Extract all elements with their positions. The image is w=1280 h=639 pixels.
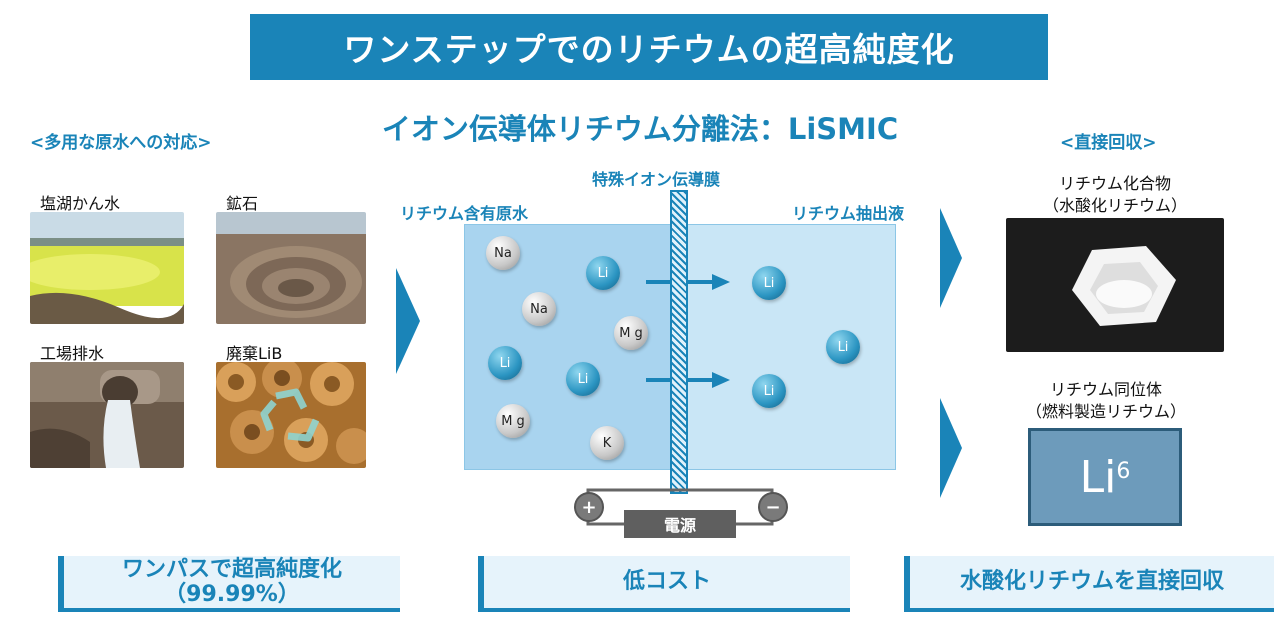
chevron-right-icon — [396, 268, 420, 374]
raw-water-label: リチウム含有原水 — [400, 204, 529, 223]
benefit-purity-line1: ワンパスで超高純度化 — [121, 556, 342, 582]
recycled-battery-photo — [216, 362, 366, 468]
wastewater-pipe-photo — [30, 362, 184, 468]
isotope-mass: 6 — [1116, 458, 1131, 484]
benefit-cost-text: 低コスト — [622, 569, 711, 595]
minus-terminal-icon: − — [758, 492, 788, 522]
compound-label: リチウム化合物 — [1058, 174, 1171, 193]
chevron-right-icon — [940, 208, 962, 308]
isotope-sublabel: （燃料製造リチウム） — [1025, 402, 1186, 421]
source-label-wastewater: 工場排水 — [40, 344, 105, 363]
benefit-cost-box: 低コスト — [478, 556, 850, 612]
power-source: 電源 — [624, 510, 736, 538]
title-banner: ワンステップでのリチウムの超高純度化 — [250, 14, 1048, 80]
ion-li: Li — [566, 362, 600, 396]
isotope-label: リチウム同位体 — [1049, 380, 1162, 399]
extract-chamber — [688, 224, 896, 470]
benefit-purity-box: ワンパスで超高純度化 （99.99%） — [58, 556, 400, 612]
plus-terminal-icon: + — [574, 492, 604, 522]
source-label-waste-lib: 廃棄LiB — [226, 344, 283, 363]
ion-na: Na — [522, 292, 556, 326]
compound-sublabel: （水酸化リチウム） — [1042, 196, 1187, 215]
benefit-purity-line2: （99.99%） — [164, 582, 300, 607]
ion-conductive-membrane — [670, 190, 688, 494]
left-section-heading: <多用な原水への対応> — [30, 133, 212, 153]
flow-arrow-icon — [646, 372, 730, 388]
lithium-hydroxide-photo — [1006, 218, 1224, 352]
source-label-ore: 鉱石 — [226, 194, 259, 213]
ion-li: Li — [586, 256, 620, 290]
extract-label: リチウム抽出液 — [792, 204, 905, 223]
ion-li: Li — [488, 346, 522, 380]
membrane-label: 特殊イオン伝導膜 — [592, 170, 721, 189]
ion-mg: M g — [614, 316, 648, 350]
flow-arrow-icon — [646, 274, 730, 290]
salt-lake-photo — [30, 212, 184, 324]
page-title: ワンステップでのリチウムの超高純度化 — [343, 30, 955, 69]
ion-li: Li — [752, 374, 786, 408]
source-label-salt-lake: 塩湖かん水 — [40, 194, 121, 213]
ion-li: Li — [826, 330, 860, 364]
ion-li: Li — [752, 266, 786, 300]
benefit-recovery-box: 水酸化リチウムを直接回収 — [904, 556, 1274, 612]
method-subtitle: イオン伝導体リチウム分離法：LiSMIC — [381, 112, 899, 146]
right-section-heading: <直接回収> — [1060, 133, 1157, 153]
isotope-symbol: Li — [1079, 451, 1117, 503]
open-pit-mine-photo — [216, 212, 366, 324]
chevron-right-icon — [940, 398, 962, 498]
ion-mg: M g — [496, 404, 530, 438]
ion-na: Na — [486, 236, 520, 270]
ion-k: K — [590, 426, 624, 460]
benefit-recovery-text: 水酸化リチウムを直接回収 — [959, 569, 1224, 595]
